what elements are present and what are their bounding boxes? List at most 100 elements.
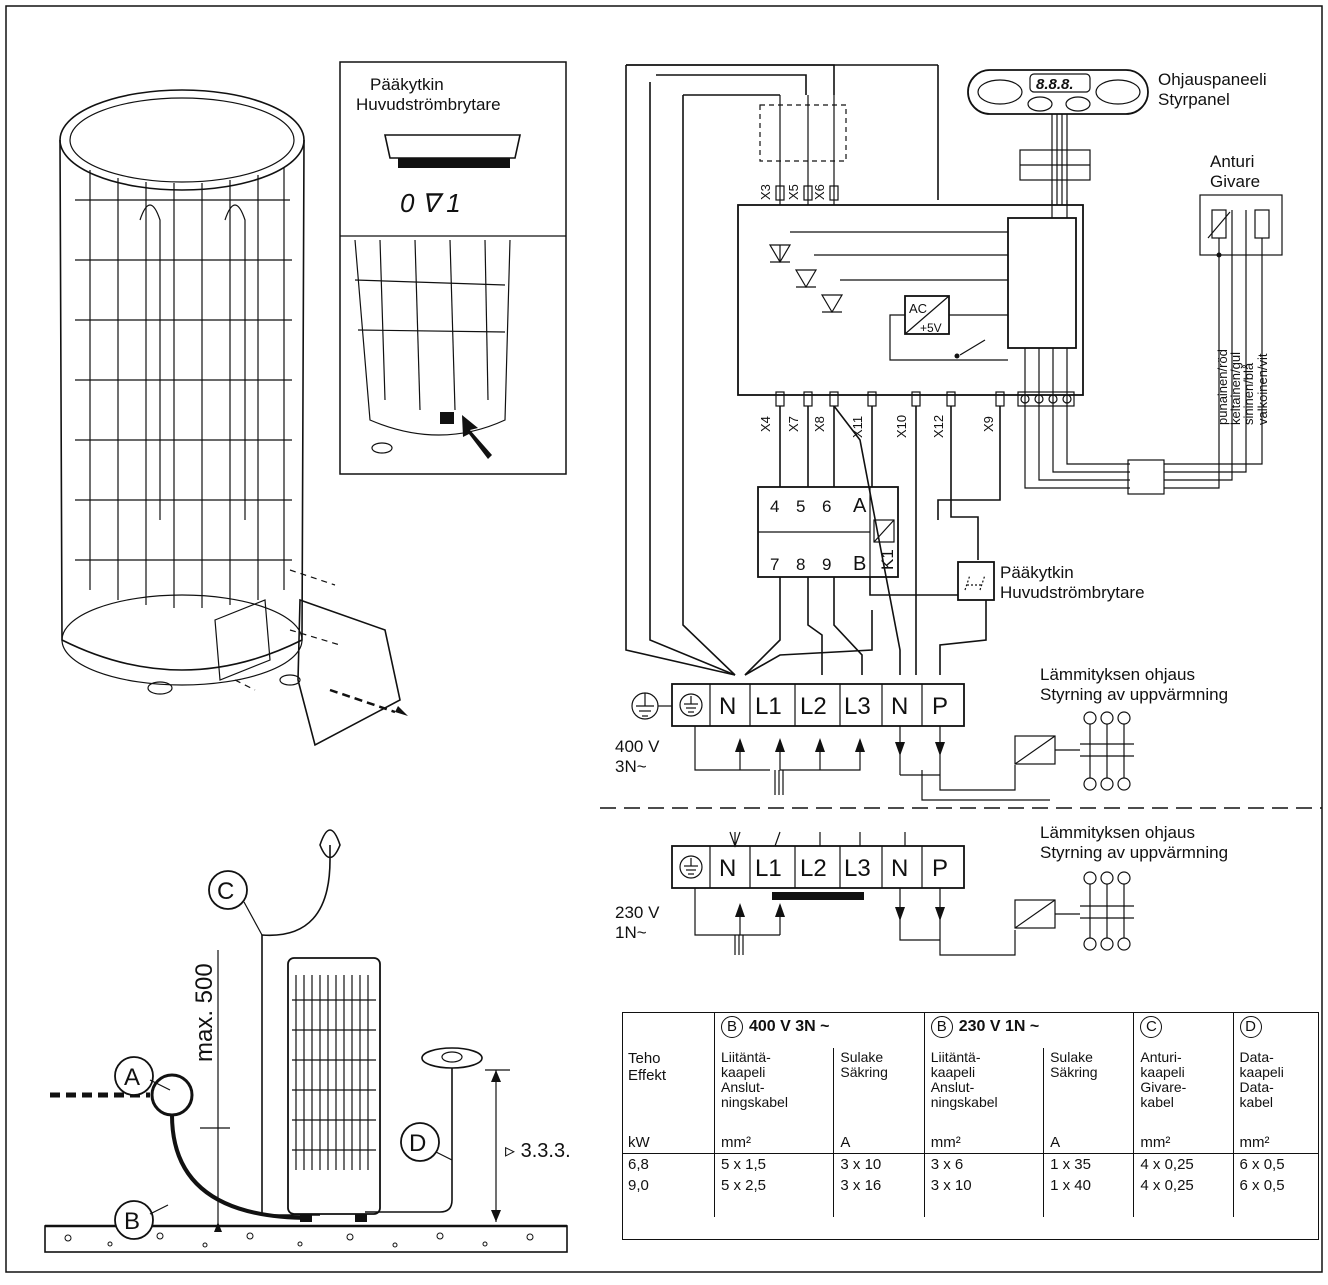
- section-ref: ▹ 3.3.3.: [505, 1140, 571, 1162]
- relay-icon: [1014, 711, 1134, 791]
- heat-ctrl-sv-2: Styrning av uppvärmning: [1040, 843, 1228, 862]
- triacs: [768, 231, 1008, 314]
- psu-5v: +5V: [920, 321, 942, 335]
- t230-l2: L2: [800, 855, 827, 882]
- k1-pin-7: 7: [770, 555, 779, 574]
- t400-l3: L3: [844, 693, 871, 720]
- wiring-switch-fi: Pääkytkin: [1000, 563, 1074, 582]
- terminal-x8: X8: [812, 416, 827, 432]
- terminal-block-230v: N L1 L2 L3 N P: [671, 831, 965, 900]
- t230-n: N: [719, 855, 736, 882]
- panel-display: 8.8.8.: [1036, 76, 1074, 93]
- label-a: A: [124, 1064, 140, 1091]
- heat-ctrl-fi-2: Lämmityksen ohjaus: [1040, 823, 1195, 842]
- table-row: 6,8 5 x 1,5 3 x 10 3 x 6 1 x 35 4 x 0,25…: [622, 1153, 1319, 1175]
- k1-pin-8: 8: [796, 555, 805, 574]
- t230-p: P: [932, 855, 948, 882]
- control-panel-fi: Ohjauspaneeli: [1158, 70, 1267, 89]
- t400-p: P: [932, 693, 948, 720]
- k1-pin-b: B: [853, 553, 866, 575]
- supply-400-voltage: 400 V: [615, 737, 660, 756]
- t230-n2: N: [891, 855, 908, 882]
- wiring-diagram: 8.8.8. Ohjauspaneeli Styrpanel Anturi Gi…: [600, 64, 1322, 956]
- main-switch-inset: Pääkytkin Huvudströmbrytare 0 ∇ 1: [339, 61, 567, 475]
- sensor-fi: Anturi: [1210, 152, 1254, 171]
- t400-l2: L2: [800, 693, 827, 720]
- k1-pin-4: 4: [770, 497, 779, 516]
- supply-400-phase: 3N~: [615, 757, 647, 776]
- k1-pin-5: 5: [796, 497, 805, 516]
- earth-icon: [631, 692, 672, 720]
- label-b: B: [124, 1208, 140, 1235]
- heating-elements: [759, 104, 847, 162]
- k1-pin-a: A: [853, 495, 867, 517]
- terminal-x7: X7: [786, 416, 801, 432]
- t230-l1: L1: [755, 855, 782, 882]
- th-group-c: C: [1133, 1012, 1234, 1048]
- heater-cage-illustration: [59, 89, 408, 747]
- panel-icon: [421, 1047, 483, 1069]
- terminal-x9: X9: [981, 416, 996, 432]
- power-supply: AC +5V: [889, 295, 1008, 361]
- wire-color-blue: sininen/blå: [1241, 362, 1256, 425]
- k1-label: K1: [878, 549, 897, 570]
- psu-ac: AC: [909, 301, 927, 316]
- installation-diagram: max. 500 ▹ 3.3.3. A B C D: [44, 829, 571, 1253]
- wire-color-yellow: keltainen/gul: [1228, 352, 1243, 425]
- terminals-bottom: X4 X7 X8 X11 X10 X12 X9: [758, 391, 1075, 438]
- sensor-sv: Givare: [1210, 172, 1260, 191]
- t400-n: N: [719, 693, 736, 720]
- unit-cable-230: mm²: [923, 1132, 1044, 1154]
- table-row: 9,0 5 x 2,5 3 x 16 3 x 10 1 x 40 4 x 0,2…: [622, 1175, 1319, 1217]
- inset-switch-sv: Huvudströmbrytare: [356, 95, 501, 114]
- k1-pin-6: 6: [822, 497, 831, 516]
- t400-l1: L1: [755, 693, 782, 720]
- k1-pin-9: 9: [822, 555, 831, 574]
- arrow-icon: [462, 415, 492, 459]
- terminal-x3: X3: [758, 184, 773, 200]
- unit-data: mm²: [1232, 1132, 1319, 1154]
- heat-ctrl-sv-1: Styrning av uppvärmning: [1040, 685, 1228, 704]
- terminals-top: X3 X5 X6: [758, 184, 839, 201]
- control-panel-device: 8.8.8.: [967, 69, 1149, 218]
- supply-230-voltage: 230 V: [615, 903, 660, 922]
- label-c: C: [217, 878, 234, 905]
- th-group-d: D: [1232, 1012, 1319, 1048]
- terminal-x5: X5: [786, 184, 801, 200]
- terminal-block-400v: N L1 L2 L3 N P: [671, 683, 965, 727]
- terminal-x4: X4: [758, 416, 773, 432]
- terminal-x12: X12: [931, 415, 946, 438]
- unit-fuse-230: A: [1043, 1132, 1134, 1154]
- wiring-main-switch: Pääkytkin Huvudströmbrytare: [957, 561, 1145, 602]
- th-blank: [622, 1012, 715, 1048]
- wire-color-white: valkoinen/vit: [1255, 353, 1270, 425]
- contactor-k1: 4 5 6 A 7 8 9 B K1: [757, 486, 899, 578]
- t400-n2: N: [891, 693, 908, 720]
- switch-positions: 0 ∇ 1: [400, 188, 461, 218]
- wiring-switch-sv: Huvudströmbrytare: [1000, 583, 1145, 602]
- unit-kw: kW: [628, 1134, 650, 1151]
- terminal-x10: X10: [894, 415, 909, 438]
- control-unit: [1007, 217, 1077, 349]
- terminal-x11: X11: [850, 416, 865, 438]
- page-frame: [5, 5, 1323, 1273]
- heat-ctrl-fi-1: Lämmityksen ohjaus: [1040, 665, 1195, 684]
- wire-color-labels: punainen/röd keltainen/gul sininen/blå v…: [1215, 349, 1270, 425]
- unit-sensor: mm²: [1133, 1132, 1234, 1154]
- sensor-device: [1199, 194, 1283, 420]
- relay-icon-230: [1014, 871, 1134, 951]
- inset-switch-fi: Pääkytkin: [370, 75, 444, 94]
- control-panel-sv: Styrpanel: [1158, 90, 1230, 109]
- max-height-label: max. 500: [191, 963, 218, 1062]
- unit-fuse-400: A: [833, 1132, 925, 1154]
